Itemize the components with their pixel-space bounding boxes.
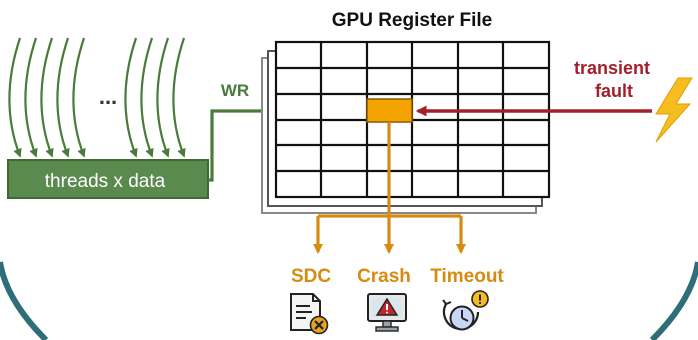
threads-ellipsis: ... (99, 84, 117, 109)
wr-label: WR (221, 81, 249, 100)
frame-arc-left (0, 261, 49, 340)
threads-data-box (7, 159, 209, 199)
thread-arrows (8, 37, 186, 158)
frame-arc-right (649, 261, 698, 340)
faulty-register-cell (366, 98, 413, 123)
lightning-bolt-icon (655, 77, 693, 143)
register-file-title: GPU Register File (332, 10, 493, 31)
monitor-warning-icon (367, 293, 407, 332)
outcome-timeout-label: Timeout (430, 266, 504, 287)
outcome-sdc-label: SDC (291, 266, 331, 287)
document-error-icon (290, 293, 329, 335)
threads-data-label: threads x data (45, 171, 166, 192)
outcome-arrows (312, 122, 467, 255)
outcome-crash-label: Crash (357, 266, 411, 287)
clock-alert-icon (442, 290, 489, 331)
fault-label-line2: fault (595, 81, 633, 101)
fault-label-line1: transient (574, 58, 650, 78)
